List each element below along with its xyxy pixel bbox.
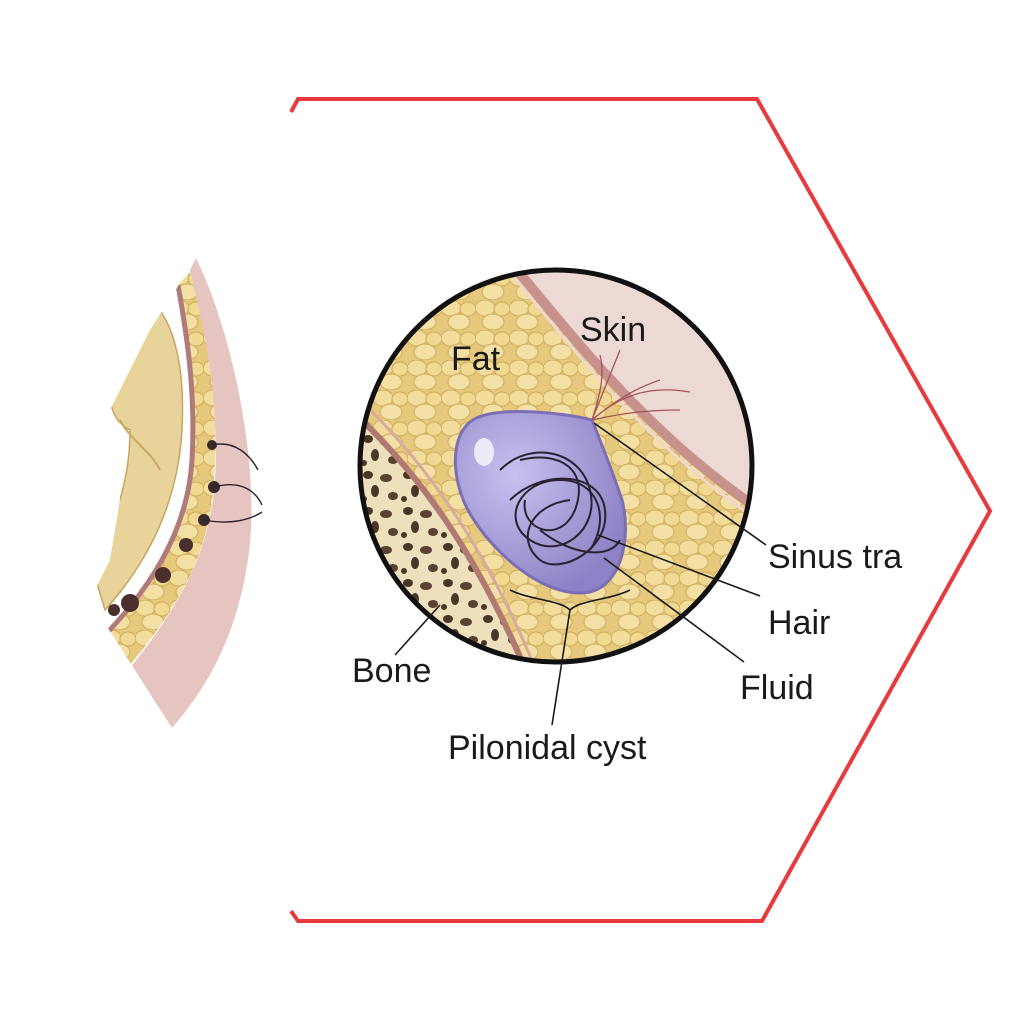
label-fat: Fat <box>451 340 501 378</box>
leader-lines <box>394 422 767 726</box>
label-fluid: Fluid <box>740 669 814 707</box>
label-sinus-tract: Sinus tra <box>768 540 903 574</box>
label-bone: Bone <box>352 652 432 690</box>
label-hair: Hair <box>768 604 831 642</box>
label-pilonidal-cyst: Pilonidal cyst <box>448 729 647 767</box>
sinus-tract-fibers <box>591 349 691 421</box>
frame-outline <box>289 97 993 923</box>
magnified-view <box>357 267 755 665</box>
label-skin: Skin <box>580 311 647 349</box>
hair-tangle <box>499 451 621 566</box>
side-hairs <box>203 443 263 523</box>
